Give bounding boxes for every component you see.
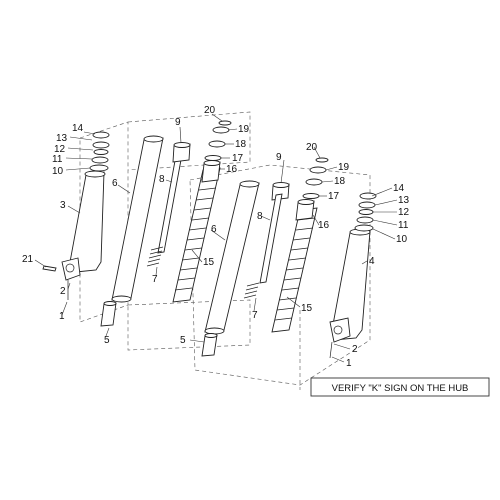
seal-stack-right (354, 192, 377, 232)
callout-20-right: 20 (306, 142, 318, 153)
leader-lines (34, 113, 398, 363)
callout-18-left: 18 (235, 139, 247, 150)
callout-1-left: 1 (59, 311, 65, 322)
stanchion-tube-left (111, 135, 164, 303)
damper-rod-left (157, 148, 184, 254)
callout-14-right: 14 (393, 183, 405, 194)
callout-19-right: 19 (338, 162, 350, 173)
callout-1-right: 1 (346, 358, 352, 369)
bushing-left (100, 301, 117, 327)
callout-15-right: 15 (301, 303, 313, 314)
top-cap-left (172, 142, 191, 163)
spacer-right (295, 199, 315, 221)
damper-rod-right (259, 193, 283, 284)
bushing-right (201, 333, 218, 357)
callout-5-right: 5 (180, 335, 186, 346)
small-spring-right (243, 282, 260, 299)
assembly-outline-right (189, 164, 371, 390)
callout-2-right: 2 (352, 344, 358, 355)
small-spring-left (146, 246, 164, 267)
callout-4-right: 4 (369, 256, 375, 267)
callout-11-left: 11 (52, 154, 63, 165)
fork-leg-left (61, 170, 106, 300)
bolt-left (42, 265, 57, 272)
callout-17-right: 17 (328, 191, 340, 202)
ring-stack-right (302, 157, 329, 199)
callout-21-left: 21 (22, 254, 34, 265)
callout-11-right: 11 (398, 220, 409, 231)
callout-6-left: 6 (112, 178, 118, 189)
callout-5-left: 5 (104, 335, 110, 346)
callout-12-right: 12 (398, 207, 410, 218)
callout-16-left: 16 (226, 164, 238, 175)
callout-2-left: 2 (60, 286, 66, 297)
callout-12-left: 12 (54, 144, 66, 155)
seal-stack-left (89, 131, 110, 172)
callout-13-right: 13 (398, 195, 410, 206)
callout-13-left: 13 (56, 133, 68, 144)
callout-3-left: 3 (60, 200, 66, 211)
callout-19-left: 19 (238, 124, 250, 135)
callout-8-left: 8 (159, 174, 165, 185)
ring-stack-left (204, 120, 232, 161)
callout-8-right: 8 (257, 211, 263, 222)
fork-leg-right (329, 228, 371, 359)
note-text: VERIFY "K" SIGN ON THE HUB (332, 383, 469, 394)
stanchion-tube-right (204, 180, 260, 335)
callout-labels: 14 13 12 11 10 3 21 2 1 6 5 9 8 7 20 19 … (22, 105, 410, 369)
callout-17-left: 17 (232, 153, 244, 164)
callout-10-right: 10 (396, 234, 408, 245)
callout-9-left: 9 (175, 117, 181, 128)
callout-20-left: 20 (204, 105, 216, 116)
main-spring-left (172, 167, 221, 303)
callout-7-right: 7 (252, 310, 258, 321)
callout-14-left: 14 (72, 123, 84, 134)
callout-10-left: 10 (52, 166, 64, 177)
note-box: VERIFY "K" SIGN ON THE HUB (310, 377, 490, 397)
callout-18-right: 18 (334, 176, 346, 187)
callout-15-left: 15 (203, 257, 215, 268)
callout-7-left: 7 (152, 274, 158, 285)
callout-6-right: 6 (211, 224, 217, 235)
spacer-left (201, 160, 221, 183)
callout-16-right: 16 (318, 220, 330, 231)
callout-9-right: 9 (276, 152, 282, 163)
